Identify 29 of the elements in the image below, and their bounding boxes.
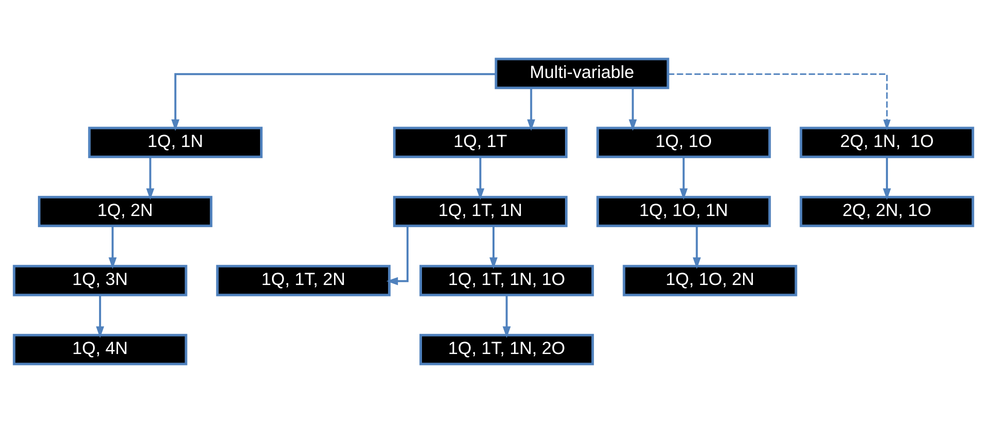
node-box: 1Q, 1T, 1N (393, 195, 568, 227)
arrow (386, 226, 409, 285)
arrow (668, 72, 891, 130)
node-box: 1Q, 2N (38, 195, 212, 227)
node-box: 2Q, 1N, 1O (800, 126, 974, 158)
arrow (476, 156, 484, 200)
node-box: Multi-variable (494, 57, 670, 89)
node-box: 1Q, 1O, 2N (622, 264, 798, 296)
arrow (489, 226, 498, 268)
node-box: 1Q, 3N (12, 264, 188, 296)
node-box: 1Q, 1T, 1N, 1O (419, 264, 594, 296)
arrow (96, 294, 104, 338)
node-box: 1Q, 1O (596, 126, 771, 158)
arrow (171, 72, 496, 131)
node-box: 1Q, 1N (88, 126, 263, 158)
node-box: 2Q, 2N, 1O (800, 195, 974, 227)
arrow (146, 156, 154, 200)
arrow (527, 88, 536, 130)
arrow (108, 226, 117, 268)
node-box: 1Q, 1T, 1N, 2O (419, 333, 594, 365)
arrow (502, 294, 511, 338)
node-box: 1Q, 4N (12, 333, 188, 365)
node-box: 1Q, 1O, 1N (596, 195, 771, 227)
arrow (882, 156, 891, 200)
node-box: 1Q, 1T, 2N (216, 264, 391, 296)
node-box: 1Q, 1T (393, 126, 568, 158)
arrow (680, 156, 688, 200)
arrow (692, 226, 701, 268)
arrow (628, 88, 637, 130)
